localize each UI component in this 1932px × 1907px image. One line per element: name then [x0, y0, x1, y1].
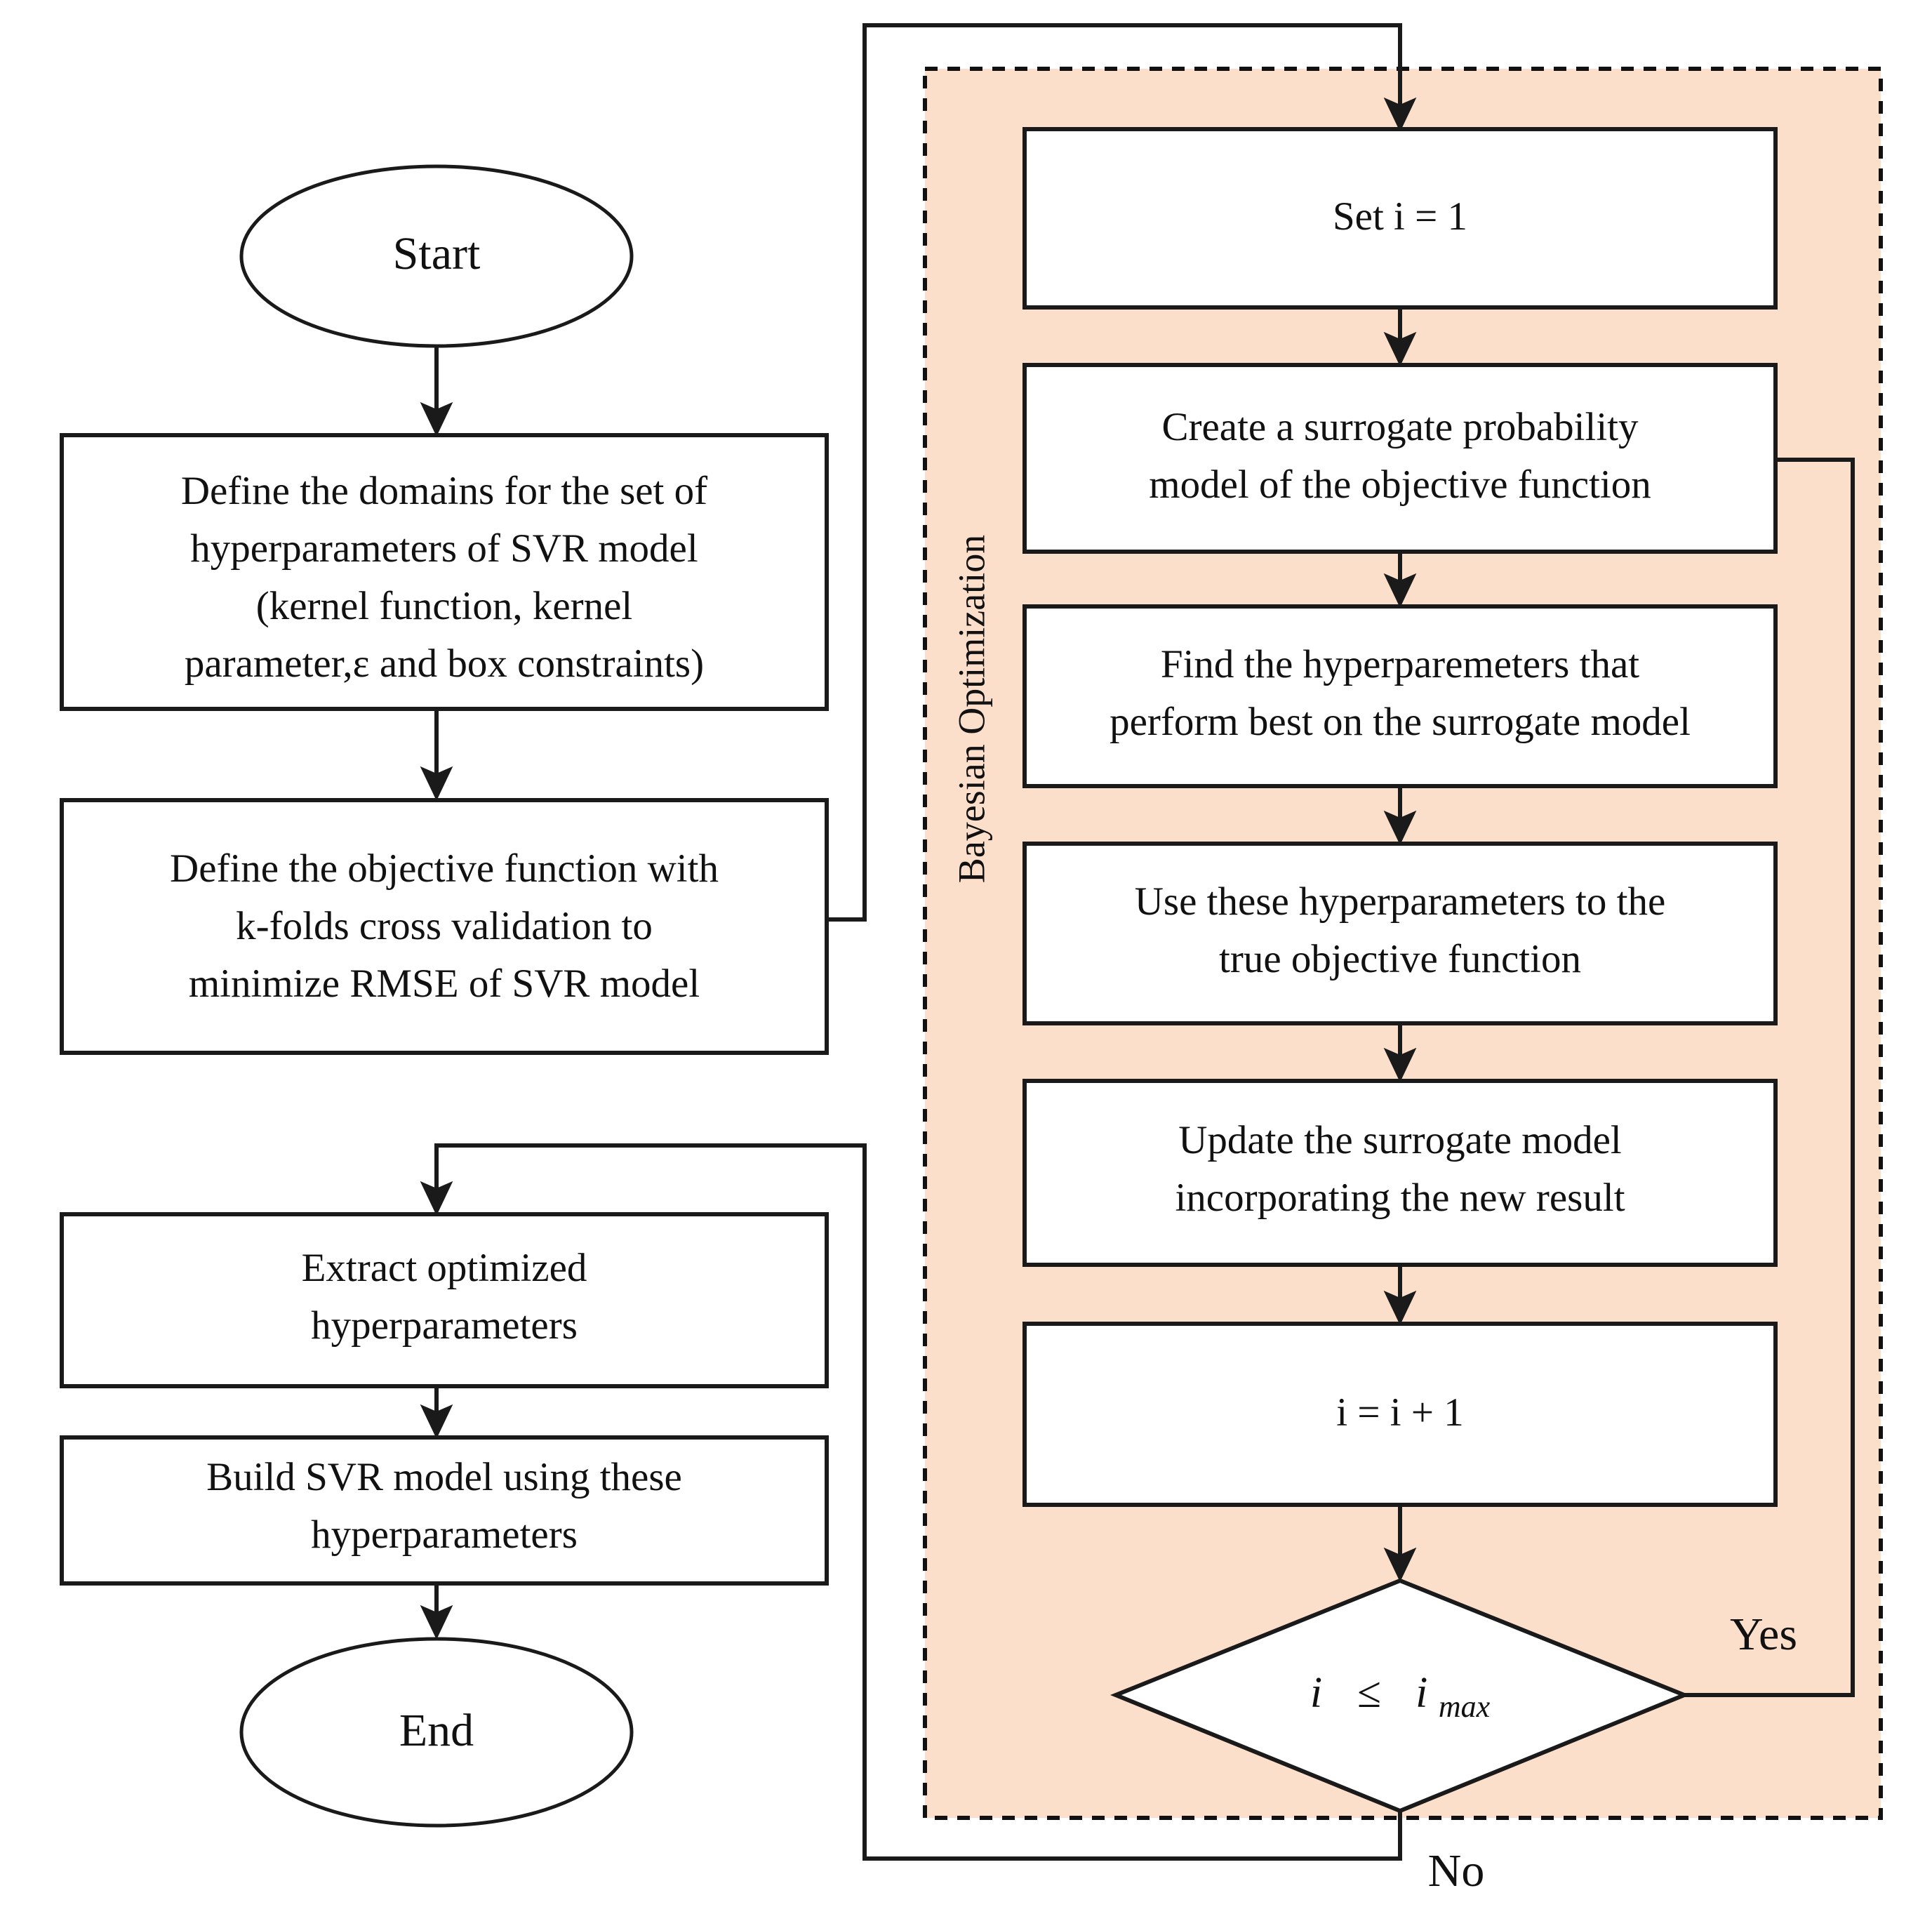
node-end[interactable] — [239, 1637, 634, 1828]
node-find-line1: Find the hyperparemeters that — [1161, 642, 1639, 686]
decision-limit-sub: max — [1439, 1689, 1491, 1724]
node-set-i-label: Set i = 1 — [1333, 194, 1467, 239]
edge-label-yes: Yes — [1730, 1609, 1797, 1660]
node-define-domains-line2: hyperparameters of SVR model — [190, 526, 698, 571]
node-use-line1: Use these hyperparameters to the — [1135, 879, 1666, 924]
node-increment-i-label: i = i + 1 — [1336, 1390, 1463, 1435]
node-use-line2: true objective function — [1219, 937, 1581, 981]
node-build-line1: Build SVR model using these — [206, 1455, 682, 1499]
node-decision-label: i ≤ i max — [1310, 1669, 1491, 1724]
decision-limit-base: i — [1415, 1669, 1427, 1717]
node-update-line2: incorporating the new result — [1175, 1176, 1625, 1220]
node-define-objective-line3: minimize RMSE of SVR model — [189, 962, 700, 1006]
node-define-domains-line4: parameter,ε and box constraints) — [185, 642, 704, 686]
node-extract-line2: hyperparameters — [311, 1303, 578, 1348]
node-decision[interactable] — [1110, 1578, 1690, 1814]
edge-label-no: No — [1428, 1845, 1485, 1896]
node-create-surrogate[interactable] — [1022, 363, 1778, 554]
edge-decision-no-to-extract — [420, 1143, 1402, 1861]
node-define-objective-line2: k-folds cross validation to — [236, 904, 653, 948]
node-create-surrogate-line1: Create a surrogate probability — [1162, 405, 1639, 449]
node-build-model[interactable] — [60, 1435, 829, 1586]
node-find-hyperparameters[interactable] — [1022, 604, 1778, 788]
edge-decision-yes-loop — [1684, 443, 1855, 1697]
decision-var: i — [1310, 1669, 1322, 1717]
decision-operator: ≤ — [1357, 1669, 1381, 1717]
node-define-domains[interactable] — [60, 433, 829, 711]
edge-define-objective-to-set-i — [827, 23, 1417, 922]
node-create-surrogate-line2: model of the objective function — [1149, 463, 1651, 507]
node-increment-i[interactable] — [1022, 1322, 1778, 1507]
node-define-objective-line1: Define the objective function with — [170, 846, 719, 891]
node-update-surrogate[interactable] — [1022, 1079, 1778, 1267]
node-extract-line1: Extract optimized — [302, 1246, 587, 1290]
node-start[interactable] — [239, 164, 634, 348]
bayesian-optimization-label: Bayesian Optimization — [950, 535, 992, 883]
node-set-i[interactable] — [1022, 127, 1778, 310]
node-update-line1: Update the surrogate model — [1178, 1118, 1622, 1162]
node-start-label: Start — [393, 228, 481, 279]
node-use-hyperparameters[interactable] — [1022, 842, 1778, 1025]
node-define-domains-line3: (kernel function, kernel — [256, 584, 633, 628]
node-extract-hyperparameters[interactable] — [60, 1212, 829, 1388]
node-define-objective[interactable] — [60, 798, 829, 1055]
node-build-line2: hyperparameters — [311, 1513, 578, 1557]
node-define-domains-line1: Define the domains for the set of — [181, 469, 707, 513]
node-find-line2: perform best on the surrogate model — [1110, 700, 1691, 744]
node-end-label: End — [399, 1705, 474, 1756]
